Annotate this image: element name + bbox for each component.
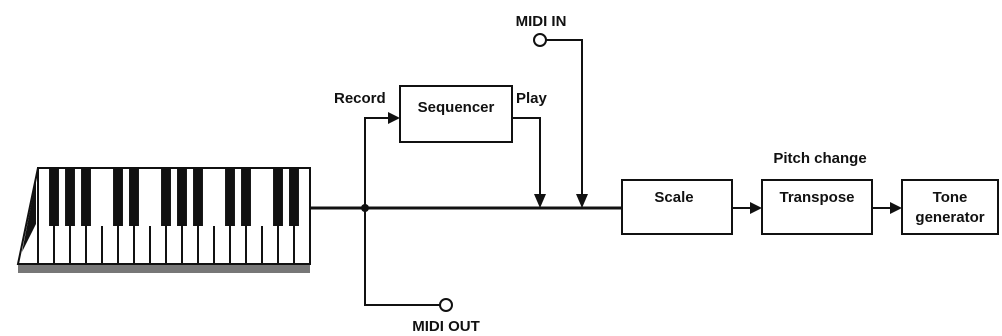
scale-to-transpose-arrow — [750, 202, 762, 214]
record-line — [365, 118, 396, 208]
scale-label: Scale — [654, 189, 693, 206]
black-key — [273, 168, 283, 226]
keyboard-icon — [18, 168, 310, 273]
black-key — [81, 168, 91, 226]
sequencer-label: Sequencer — [418, 99, 495, 116]
transpose-label: Transpose — [779, 189, 854, 206]
black-key — [193, 168, 203, 226]
black-key — [241, 168, 251, 226]
black-key — [65, 168, 75, 226]
black-key — [49, 168, 59, 226]
play-arrow — [534, 194, 546, 208]
black-key — [113, 168, 123, 226]
black-key — [225, 168, 235, 226]
black-key — [177, 168, 187, 226]
midi-in-line — [546, 40, 582, 196]
midi-out-line — [365, 208, 440, 305]
tone-generator-label-line1: Tone — [933, 189, 968, 206]
keyboard-body — [38, 168, 310, 264]
transpose-to-tone-arrow — [890, 202, 902, 214]
black-key — [129, 168, 139, 226]
midi-out-port-icon — [440, 299, 452, 311]
keyboard-base — [18, 264, 310, 273]
black-key — [161, 168, 171, 226]
play-label: Play — [516, 90, 548, 107]
pitch-change-label: Pitch change — [773, 150, 866, 167]
tone-generator-label-line2: generator — [915, 209, 984, 226]
black-key — [289, 168, 299, 226]
midi-out-label: MIDI OUT — [412, 318, 480, 335]
midi-in-arrow — [576, 194, 588, 208]
midi-in-label: MIDI IN — [516, 13, 567, 30]
record-label: Record — [334, 90, 386, 107]
midi-in-port-icon — [534, 34, 546, 46]
play-line — [512, 118, 540, 196]
record-arrow — [388, 112, 400, 124]
